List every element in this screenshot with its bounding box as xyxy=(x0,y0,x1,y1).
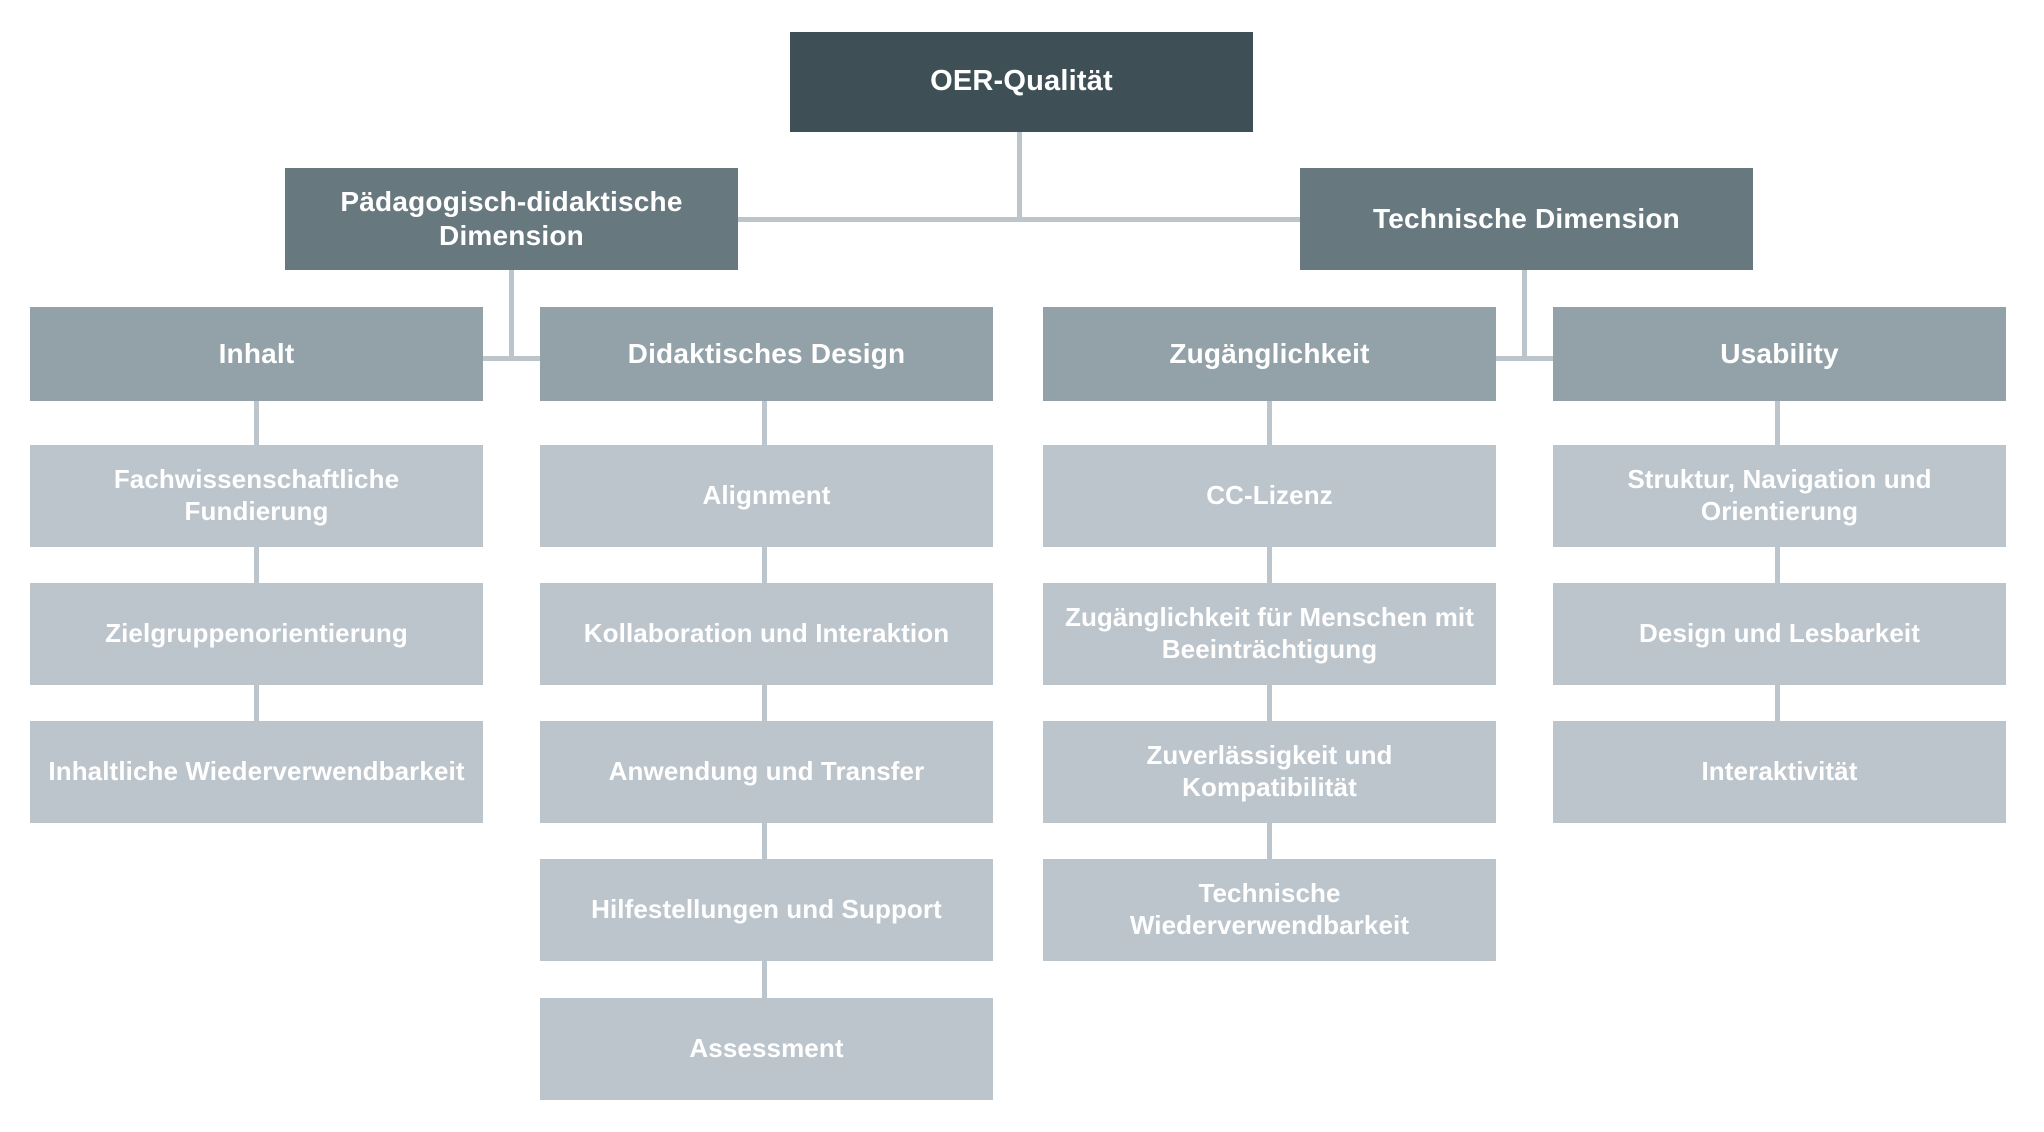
connector-right-dim-branchbar xyxy=(1267,356,1780,361)
node-label: OER-Qualität xyxy=(930,65,1113,98)
node-label: Assessment xyxy=(689,1033,844,1064)
connector-col2-spine xyxy=(762,399,767,1005)
node-label: Anwendung und Transfer xyxy=(608,756,925,787)
node-leaf-zielgruppenorientierung[interactable]: Zielgruppenorientierung xyxy=(30,583,483,685)
connector-root-stem xyxy=(1017,132,1022,220)
node-category-inhalt[interactable]: Inhalt xyxy=(30,307,483,401)
node-leaf-struktur-navigation-und-orientierung[interactable]: Struktur, Navigation und Orientierung xyxy=(1553,445,2006,547)
node-leaf-inhaltliche-wiederverwendbarkeit[interactable]: Inhaltliche Wiederverwendbarkeit xyxy=(30,721,483,823)
node-category-usability[interactable]: Usability xyxy=(1553,307,2006,401)
node-label: CC-Lizenz xyxy=(1206,480,1333,511)
node-category-zugaenglichkeit[interactable]: Zugänglichkeit xyxy=(1043,307,1496,401)
connector-left-dim-stem xyxy=(509,270,514,361)
node-label: Zuverlässigkeit und Kompatibilität xyxy=(1146,740,1393,802)
node-label: Pädagogisch-didaktische Dimension xyxy=(340,185,683,251)
node-label: Design und Lesbarkeit xyxy=(1639,618,1920,649)
node-leaf-design-und-lesbarkeit[interactable]: Design und Lesbarkeit xyxy=(1553,583,2006,685)
node-label: Interaktivität xyxy=(1701,756,1858,787)
node-label: Zugänglichkeit xyxy=(1169,337,1370,369)
node-leaf-zuverlaessigkeit-und-kompatibilitaet[interactable]: Zuverlässigkeit und Kompatibilität xyxy=(1043,721,1496,823)
node-label: Fachwissenschaftliche Fundierung xyxy=(113,464,400,526)
node-label: Kollaboration und Interaktion xyxy=(583,618,950,649)
node-label: Alignment xyxy=(702,480,831,511)
node-label: Didaktisches Design xyxy=(627,337,906,369)
node-leaf-assessment[interactable]: Assessment xyxy=(540,998,993,1100)
node-leaf-cc-lizenz[interactable]: CC-Lizenz xyxy=(1043,445,1496,547)
node-root-oer-qualitaet[interactable]: OER-Qualität xyxy=(790,32,1253,132)
node-label: Hilfestellungen und Support xyxy=(591,894,942,925)
node-label: Inhaltliche Wiederverwendbarkeit xyxy=(48,756,465,787)
connector-right-dim-stem xyxy=(1522,270,1527,361)
node-leaf-zugaenglichkeit-fuer-menschen-mit-beeintraechtigung[interactable]: Zugänglichkeit für Menschen mit Beeinträ… xyxy=(1043,583,1496,685)
node-label: Zielgruppenorientierung xyxy=(105,618,408,649)
node-leaf-fachwissenschaftliche-fundierung[interactable]: Fachwissenschaftliche Fundierung xyxy=(30,445,483,547)
node-label: Zugänglichkeit für Menschen mit Beeinträ… xyxy=(1064,602,1475,664)
node-dimension-technische[interactable]: Technische Dimension xyxy=(1300,168,1753,270)
connector-left-dim-branchbar xyxy=(254,356,767,361)
node-leaf-kollaboration-und-interaktion[interactable]: Kollaboration und Interaktion xyxy=(540,583,993,685)
node-leaf-interaktivitaet[interactable]: Interaktivität xyxy=(1553,721,2006,823)
node-label: Usability xyxy=(1720,337,1839,369)
node-leaf-anwendung-und-transfer[interactable]: Anwendung und Transfer xyxy=(540,721,993,823)
connector-col1-spine xyxy=(254,399,259,729)
node-leaf-alignment[interactable]: Alignment xyxy=(540,445,993,547)
node-label: Struktur, Navigation und Orientierung xyxy=(1627,464,1932,526)
node-leaf-technische-wiederverwendbarkeit[interactable]: Technische Wiederverwendbarkeit xyxy=(1043,859,1496,961)
node-label: Inhalt xyxy=(218,337,295,369)
node-label: Technische Wiederverwendbarkeit xyxy=(1129,878,1410,940)
connector-dimension-crossbar xyxy=(735,217,1301,222)
node-dimension-paedagogisch-didaktische[interactable]: Pädagogisch-didaktische Dimension xyxy=(285,168,738,270)
connector-col4-spine xyxy=(1775,399,1780,729)
node-leaf-hilfestellungen-und-support[interactable]: Hilfestellungen und Support xyxy=(540,859,993,961)
node-label: Technische Dimension xyxy=(1373,202,1680,234)
node-category-didaktisches-design[interactable]: Didaktisches Design xyxy=(540,307,993,401)
